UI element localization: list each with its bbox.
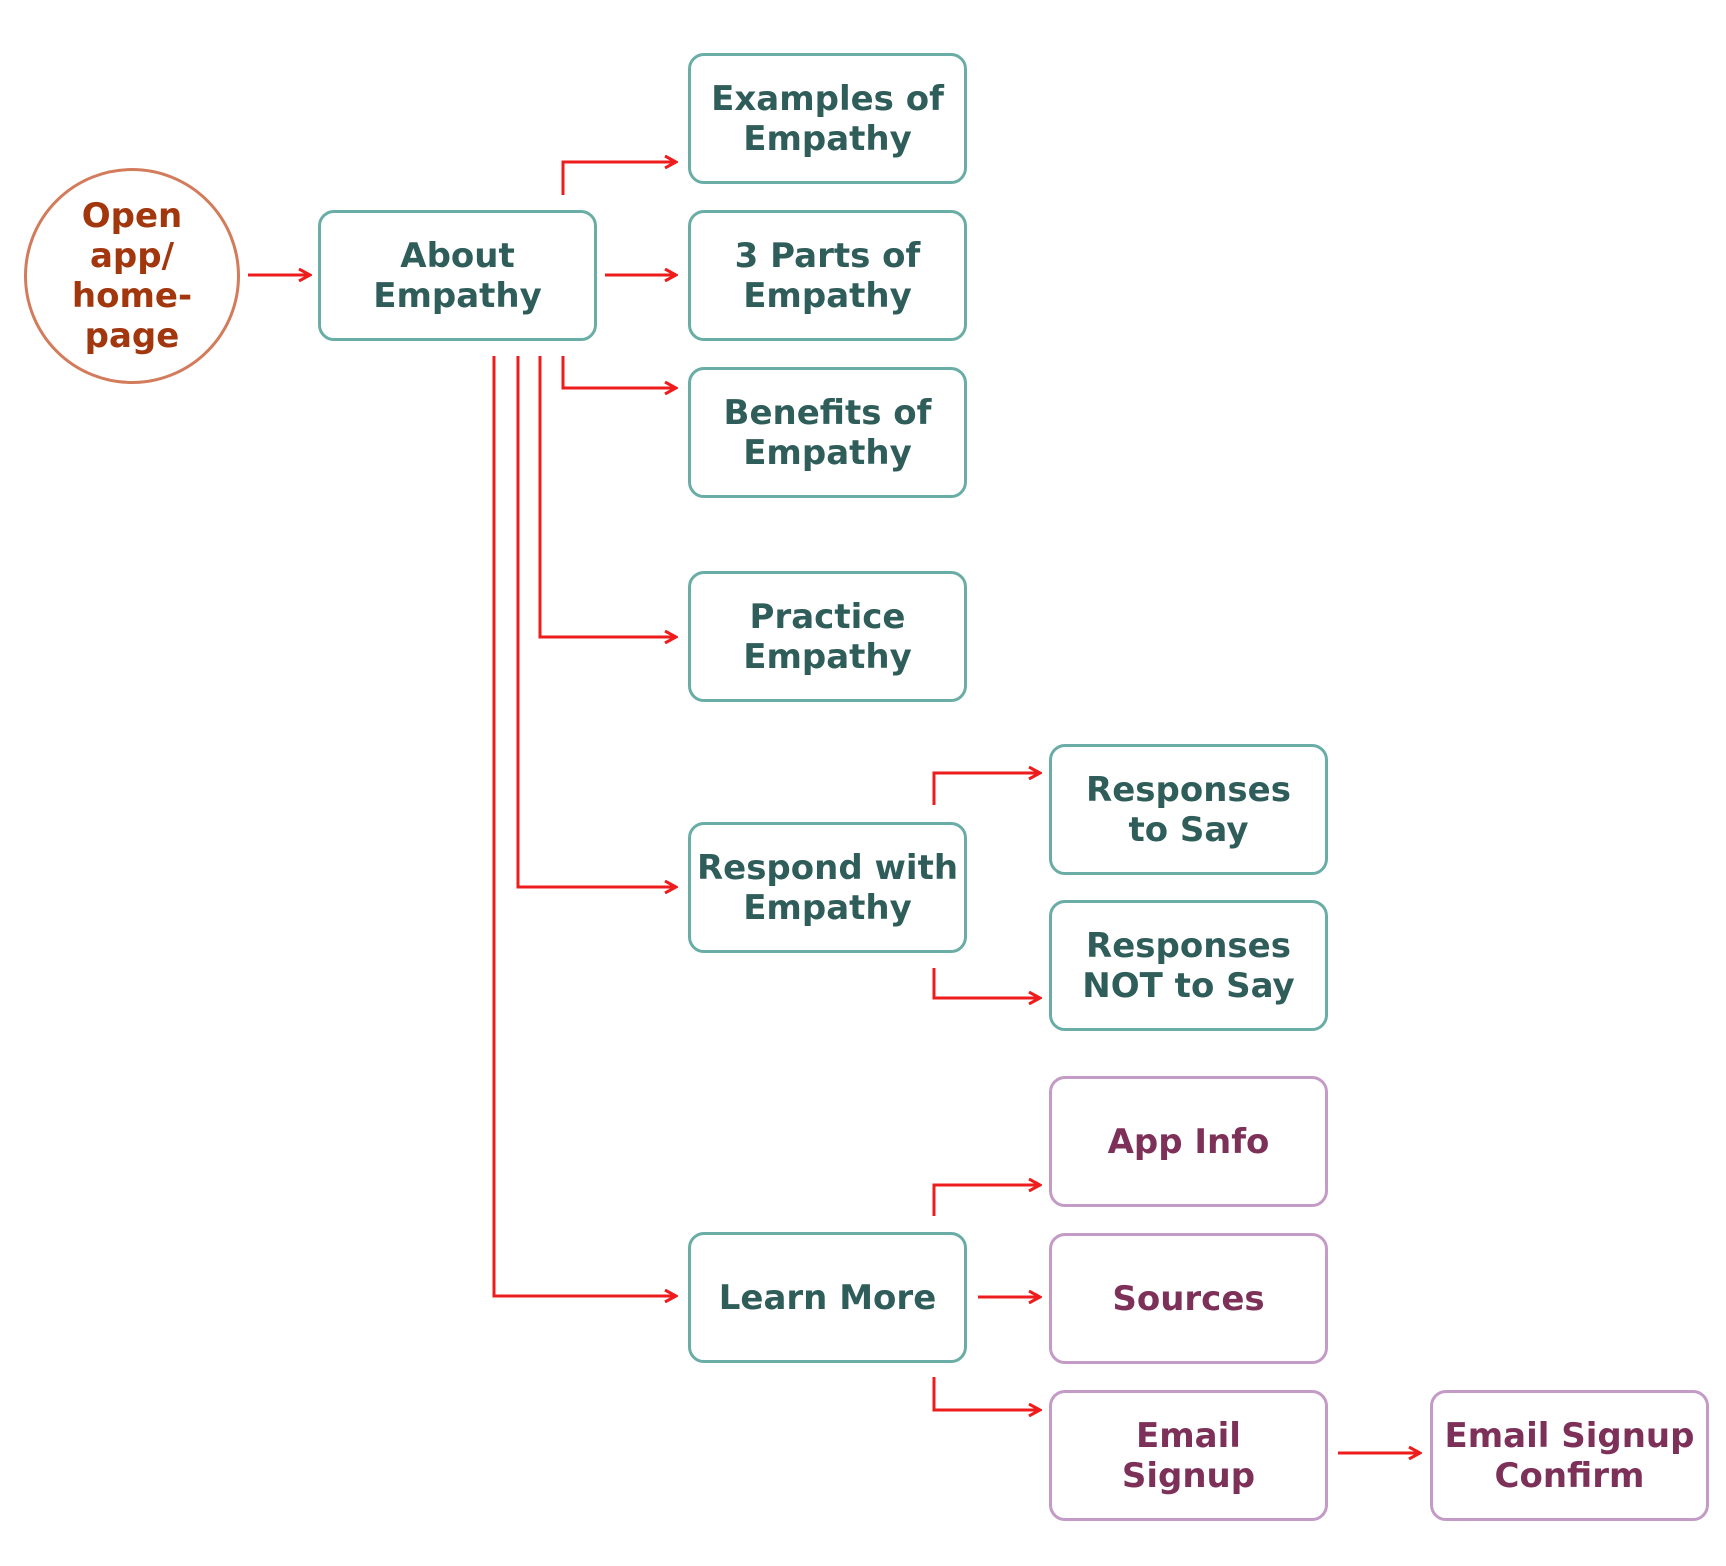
email-signup-node: Email Signup	[1049, 1390, 1328, 1521]
start-node: Open app/ home- page	[24, 168, 240, 384]
benefits-of-empathy-node: Benefits of Empathy	[688, 367, 967, 498]
arrow-about-to-benefits	[561, 356, 676, 388]
app-info-node: App Info	[1049, 1076, 1328, 1207]
about-empathy-node: About Empathy	[318, 210, 597, 341]
arrow-about-to-examples	[561, 162, 676, 195]
arrow-respond-to-responses-to-say	[932, 773, 1040, 805]
sources-node: Sources	[1049, 1233, 1328, 1364]
three-parts-of-empathy-node: 3 Parts of Empathy	[688, 210, 967, 341]
learn-more-node: Learn More	[688, 1232, 967, 1363]
respond-with-empathy-node: Respond with Empathy	[688, 822, 967, 953]
arrow-about-to-learn-more	[492, 356, 676, 1296]
arrow-learn-more-to-app-info	[932, 1185, 1040, 1216]
responses-not-to-say-node: Responses NOT to Say	[1049, 900, 1328, 1031]
email-signup-confirm-node: Email Signup Confirm	[1430, 1390, 1709, 1521]
arrow-about-to-respond	[516, 356, 676, 887]
practice-empathy-node: Practice Empathy	[688, 571, 967, 702]
responses-to-say-node: Responses to Say	[1049, 744, 1328, 875]
arrow-respond-to-responses-not-to-say	[932, 968, 1040, 998]
examples-of-empathy-node: Examples of Empathy	[688, 53, 967, 184]
arrow-about-to-practice	[538, 356, 676, 637]
arrow-learn-more-to-email-signup	[932, 1377, 1040, 1410]
